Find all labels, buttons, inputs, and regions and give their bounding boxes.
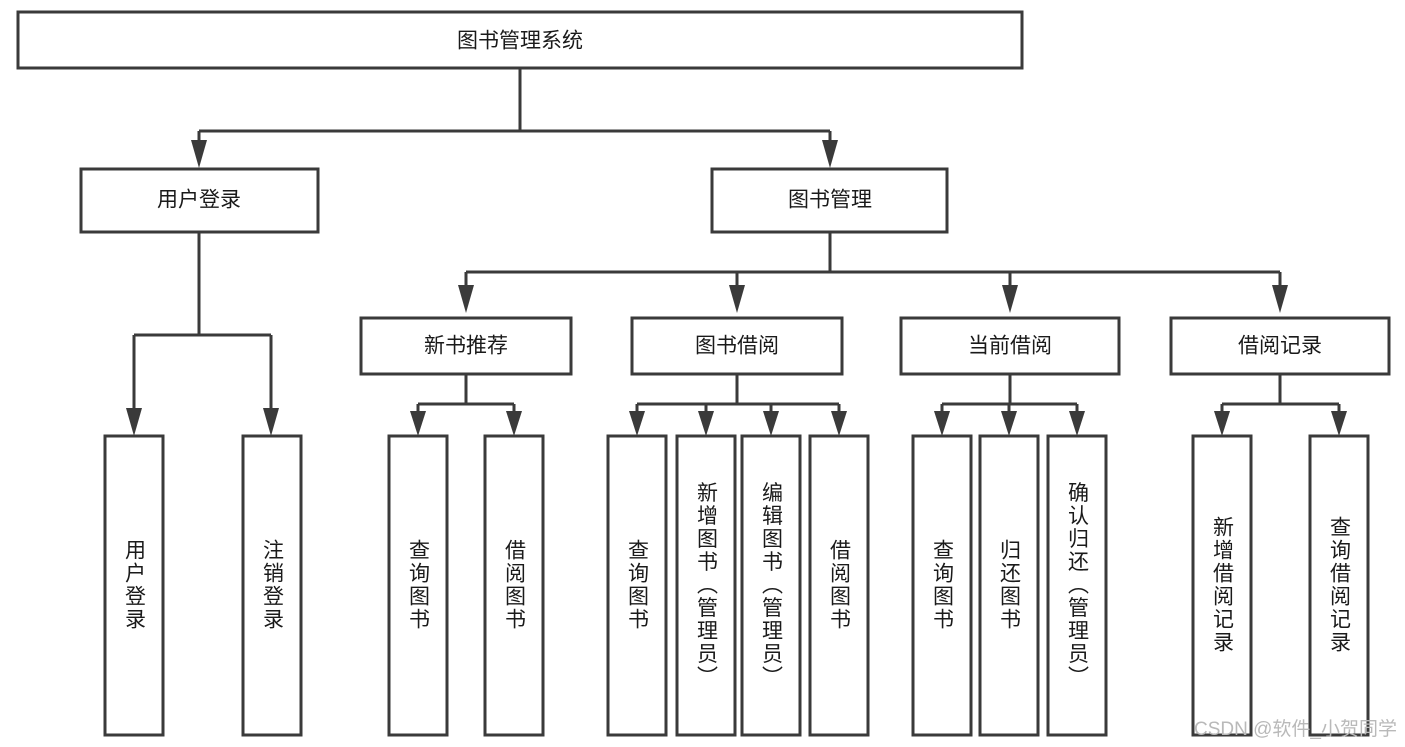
leaf-borrow-book-1[interactable]: 借阅图书: [483, 434, 545, 737]
leaf-query-book-1-box[interactable]: [387, 434, 449, 737]
node-book-borrow-label: 图书借阅: [695, 335, 779, 358]
node-root-box[interactable]: [16, 10, 1024, 70]
node-user-login-label: 用户登录: [157, 189, 241, 212]
leaf-add-book[interactable]: 新增图书（管理员）: [675, 434, 737, 737]
arrow-head-leaf-user-logout: [263, 408, 279, 436]
arrow-head-leaf-borrow-book-1: [506, 411, 522, 436]
leaf-query-book-1-label: 查询图书: [407, 539, 431, 631]
leaf-query-book-3-label: 查询图书: [931, 539, 955, 631]
arrow-head-leaf-borrow-book-2: [831, 411, 847, 436]
csdn-watermark: CSDN @软件_小贺同学: [1194, 719, 1397, 740]
node-book-borrow[interactable]: 图书借阅: [630, 316, 844, 376]
connector-layer: [126, 68, 1347, 436]
leaf-return-book[interactable]: 归还图书: [978, 434, 1040, 737]
leaf-query-book-3[interactable]: 查询图书: [911, 434, 973, 737]
node-book-management-label: 图书管理: [788, 189, 872, 212]
leaf-add-record-box[interactable]: [1191, 434, 1253, 737]
arrow-head-leaf-add-record: [1214, 411, 1230, 436]
node-borrow-record-box[interactable]: [1169, 316, 1391, 376]
node-root[interactable]: 图书管理系统: [16, 10, 1024, 70]
leaf-edit-book-label: 编辑图书（管理员）: [760, 482, 784, 689]
leaf-return-book-box[interactable]: [978, 434, 1040, 737]
node-new-book-recommend-box[interactable]: [359, 316, 573, 376]
node-current-borrow[interactable]: 当前借阅: [899, 316, 1121, 376]
node-root-label: 图书管理系统: [457, 30, 583, 53]
node-book-management-box[interactable]: [710, 167, 949, 234]
leaf-borrow-book-1-label: 借阅图书: [503, 539, 527, 631]
arrow-head-leaf-query-record: [1331, 411, 1347, 436]
leaf-add-record[interactable]: 新增借阅记录: [1191, 434, 1253, 737]
node-book-borrow-box[interactable]: [630, 316, 844, 376]
leaf-user-login-label: 用户登录: [123, 539, 147, 631]
leaf-edit-book[interactable]: 编辑图书（管理员）: [740, 434, 802, 737]
leaf-confirm-return-label: 确认归还（管理员）: [1066, 482, 1090, 689]
leaf-borrow-book-2-box[interactable]: [808, 434, 870, 737]
leaf-edit-book-box[interactable]: [740, 434, 802, 737]
arrow-head-leaf-query-book-3: [934, 411, 950, 436]
arrow-head-leaf-query-book-1: [410, 411, 426, 436]
node-book-management[interactable]: 图书管理: [710, 167, 949, 234]
leaf-confirm-return[interactable]: 确认归还（管理员）: [1046, 434, 1108, 737]
arrow-head-book-management: [822, 140, 838, 168]
arrow-head-book-borrow: [729, 285, 745, 313]
leaf-borrow-book-1-box[interactable]: [483, 434, 545, 737]
leaf-return-book-label: 归还图书: [998, 539, 1022, 631]
leaf-add-record-label: 新增借阅记录: [1211, 516, 1235, 654]
arrow-head-leaf-query-book-2: [629, 411, 645, 436]
node-current-borrow-label: 当前借阅: [968, 335, 1052, 358]
leaf-user-login-box[interactable]: [103, 434, 165, 737]
leaf-borrow-book-2-label: 借阅图书: [828, 539, 852, 631]
arrow-head-current-borrow: [1002, 285, 1018, 313]
node-new-book-recommend[interactable]: 新书推荐: [359, 316, 573, 376]
node-user-login[interactable]: 用户登录: [79, 167, 320, 234]
node-user-login-box[interactable]: [79, 167, 320, 234]
leaf-query-record-box[interactable]: [1308, 434, 1370, 737]
arrow-head-borrow-record: [1272, 285, 1288, 313]
leaf-borrow-book-2[interactable]: 借阅图书: [808, 434, 870, 737]
leaf-query-book-2[interactable]: 查询图书: [606, 434, 668, 737]
leaf-user-login[interactable]: 用户登录: [103, 434, 165, 737]
leaf-add-book-label: 新增图书（管理员）: [695, 482, 719, 689]
leaf-confirm-return-box[interactable]: [1046, 434, 1108, 737]
node-borrow-record-label: 借阅记录: [1238, 335, 1322, 358]
arrow-head-leaf-edit-book: [763, 411, 779, 436]
node-current-borrow-box[interactable]: [899, 316, 1121, 376]
leaf-user-logout[interactable]: 注销登录: [241, 434, 303, 737]
leaf-user-logout-box[interactable]: [241, 434, 303, 737]
leaf-query-record[interactable]: 查询借阅记录: [1308, 434, 1370, 737]
arrow-head-user-login: [191, 140, 207, 168]
leaf-query-book-3-box[interactable]: [911, 434, 973, 737]
arrow-head-new-book-recommend: [458, 285, 474, 313]
arrow-head-leaf-add-book: [698, 411, 714, 436]
leaf-query-book-1[interactable]: 查询图书: [387, 434, 449, 737]
leaf-query-book-2-label: 查询图书: [626, 539, 650, 631]
leaf-add-book-box[interactable]: [675, 434, 737, 737]
node-new-book-recommend-label: 新书推荐: [424, 335, 508, 358]
leaf-query-record-label: 查询借阅记录: [1328, 516, 1352, 654]
leaf-query-book-2-box[interactable]: [606, 434, 668, 737]
arrow-head-leaf-user-login: [126, 408, 142, 436]
arrow-head-leaf-confirm-return: [1069, 411, 1085, 436]
leaf-user-logout-label: 注销登录: [261, 539, 285, 631]
node-borrow-record[interactable]: 借阅记录: [1169, 316, 1391, 376]
arrow-head-leaf-return-book: [1001, 411, 1017, 436]
